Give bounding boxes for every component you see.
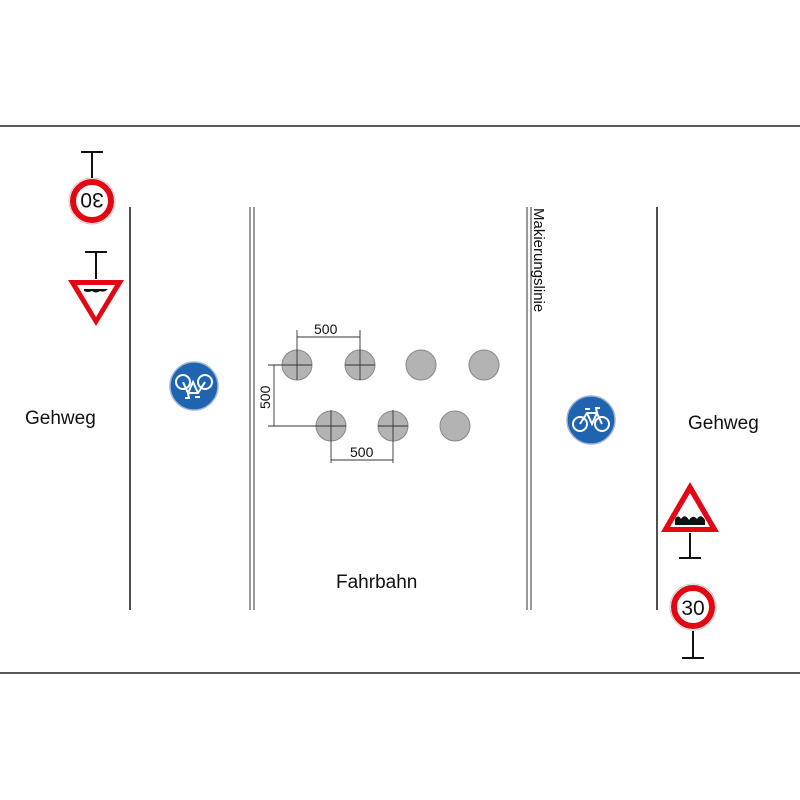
dimension-bottom-label: 500 [350,444,374,460]
dimension-side [268,364,316,427]
road-stud [468,349,500,381]
road-stud [405,349,437,381]
right-lane-double-line [526,207,532,610]
bicycle-path-icon [169,361,219,411]
marking-line-label: Makierungslinie [530,208,547,312]
dimension-bottom [316,410,408,463]
speed-limit-30-icon: 30 [669,583,717,631]
sign-post [679,533,701,559]
sign-post [85,251,107,279]
dimension-side-label: 500 [257,385,273,409]
roadway-label: Fahrbahn [336,572,417,593]
road-stud [439,410,471,442]
right-sidewalk-label: Gehweg [688,413,759,434]
bicycle-path-icon [566,395,616,445]
left-sidewalk-label: Gehweg [25,408,96,429]
sign-post [81,151,103,178]
dimension-top-label: 500 [314,321,338,337]
sign-post [682,631,704,659]
road-studs [281,349,500,442]
warning-uneven-road-icon [661,482,719,532]
left-lane-double-line [249,207,255,610]
yield-uneven-road-icon [68,280,124,326]
speed-limit-value: 30 [681,597,704,620]
speed-limit-30-icon: 30 [68,177,116,225]
speed-limit-value: 30 [80,188,103,211]
